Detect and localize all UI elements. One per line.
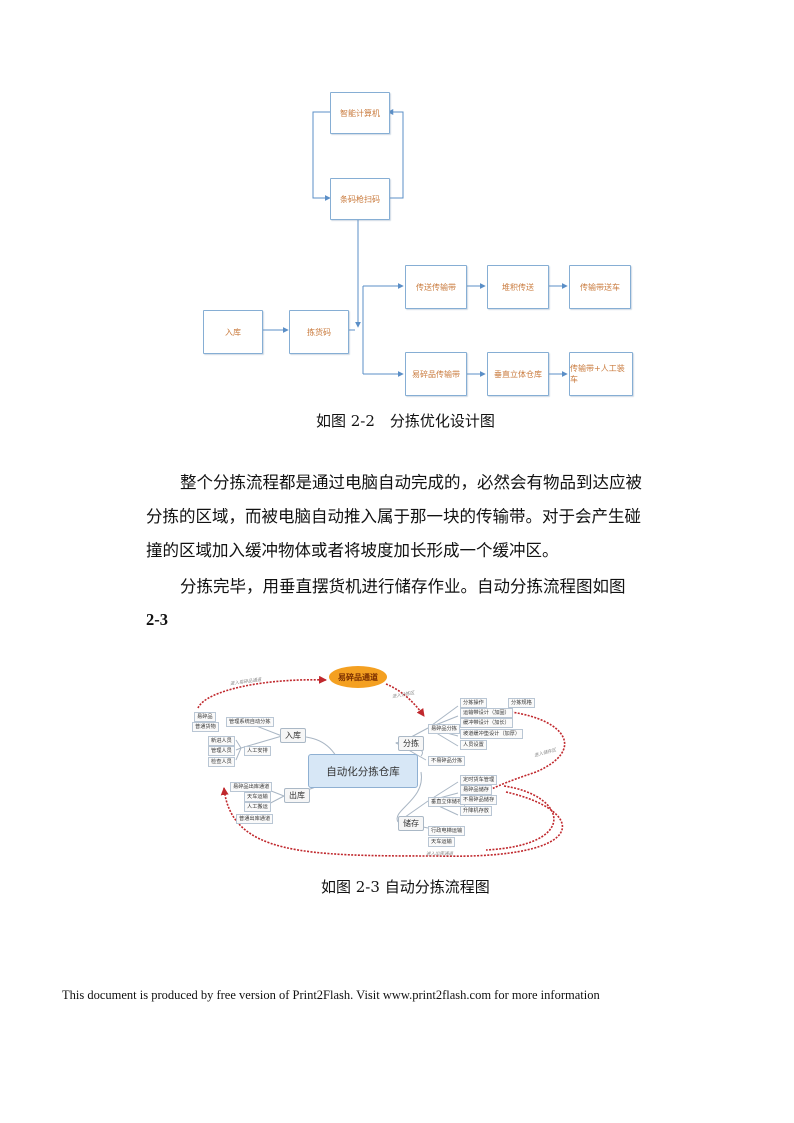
node-belt-design: 运输带设计（加固） [460, 708, 513, 718]
paragraph-1-line-3: 撞的区域加入缓冲物体或者将坡度加长形成一个缓冲区。 [146, 541, 559, 560]
box-vertical-store: 垂直立体仓库 [487, 352, 549, 396]
branch-inbound: 入库 [280, 728, 306, 743]
node-elevator-transport: 行政电梯运输 [428, 826, 466, 836]
node-manual-arrange: 人工安排 [244, 746, 271, 756]
node-manual-move: 人工搬运 [244, 802, 271, 812]
node-nonfragile-sort: 不易碎品分拣 [428, 756, 466, 766]
box-barcode-scan: 条码枪扫码 [330, 178, 390, 220]
node-timed-check: 定时货车管理 [460, 775, 498, 785]
node-check-staff: 检查人员 [208, 757, 235, 767]
node-mgmt-system: 管理系统自动分拣 [226, 717, 274, 727]
flowchart-connectors [261, 109, 568, 377]
paragraph-2-line-2: 2-3 [146, 610, 168, 629]
node-fragile-goods: 易碎品 [194, 712, 216, 722]
node-fragile-exit: 易碎品出库通道 [230, 782, 273, 792]
node-sort-op: 分拣操作 [460, 698, 487, 708]
branch-storage: 储存 [398, 816, 424, 831]
center-node: 自动化分拣仓库 [308, 754, 418, 788]
paragraph-1-line-1: 整个分拣流程都是通过电脑自动完成的，必然会有物品到达应被 [180, 473, 642, 492]
box-sort-run: 堆积传送 [487, 265, 549, 309]
box-inbound: 入库 [203, 310, 263, 354]
paragraph-1-line-2: 分拣的区域，而被电脑自动推入属于那一块的传输带。对于会产生碰 [146, 507, 641, 526]
box-belt-top: 传送传输带 [405, 265, 467, 309]
figure-2-2-flowchart: 智能计算机 条码枪扫码 入库 拣货码 传送传输带 堆积传送 传输带送车 易碎品传… [195, 80, 635, 410]
figure-2-2-caption: 如图 2-2 分拣优化设计图 [316, 412, 495, 430]
box-smart-computer: 智能计算机 [330, 92, 390, 134]
node-fragile-store: 易碎品储存 [460, 785, 492, 795]
box-fragile-belt: 易碎品传输带 [405, 352, 467, 396]
node-staff-config: 人员设置 [460, 740, 487, 750]
figure-2-3-caption: 如图 2-3 自动分拣流程图 [321, 878, 490, 896]
print2flash-footer: This document is produced by free versio… [62, 988, 600, 1002]
box-truck-bottom: 传输带+人工装车 [569, 352, 633, 396]
note-enter-exit: 进入出库通道 [426, 852, 453, 857]
node-buffer-design: 缓冲带设计（加长） [460, 718, 513, 728]
node-crane-transport: 天车运输 [428, 837, 455, 847]
branch-outbound: 出库 [284, 788, 310, 803]
node-nonfragile-store: 不易碎品储存 [460, 795, 498, 805]
node-normal-exit: 普通出库通道 [236, 814, 274, 824]
node-raise-store: 升降机存放 [460, 806, 492, 816]
box-sorting-code: 拣货码 [289, 310, 349, 354]
node-slope-design: 坡道缓冲垫设计（加厚） [460, 729, 524, 739]
fragile-channel-node: 易碎品通道 [329, 666, 387, 688]
node-normal-goods: 普通货物 [192, 722, 219, 732]
node-mgmt-staff: 管理人员 [208, 746, 235, 756]
figure-2-3-mindmap: 易碎品通道 自动化分拣仓库 入库 分拣 出库 储存 易碎品 普通货物 管理系统自… [186, 660, 606, 865]
node-sort-spec: 分拣规格 [508, 698, 535, 708]
node-new-staff: 新进人员 [208, 736, 235, 746]
box-truck-top: 传输带送车 [569, 265, 631, 309]
node-transport: 天车运输 [244, 792, 271, 802]
branch-sorting: 分拣 [398, 736, 424, 751]
paragraph-2-line-1: 分拣完毕，用垂直摆货机进行储存作业。自动分拣流程图如图 [180, 577, 626, 596]
node-fragile-sort: 易碎品分拣 [428, 724, 460, 734]
